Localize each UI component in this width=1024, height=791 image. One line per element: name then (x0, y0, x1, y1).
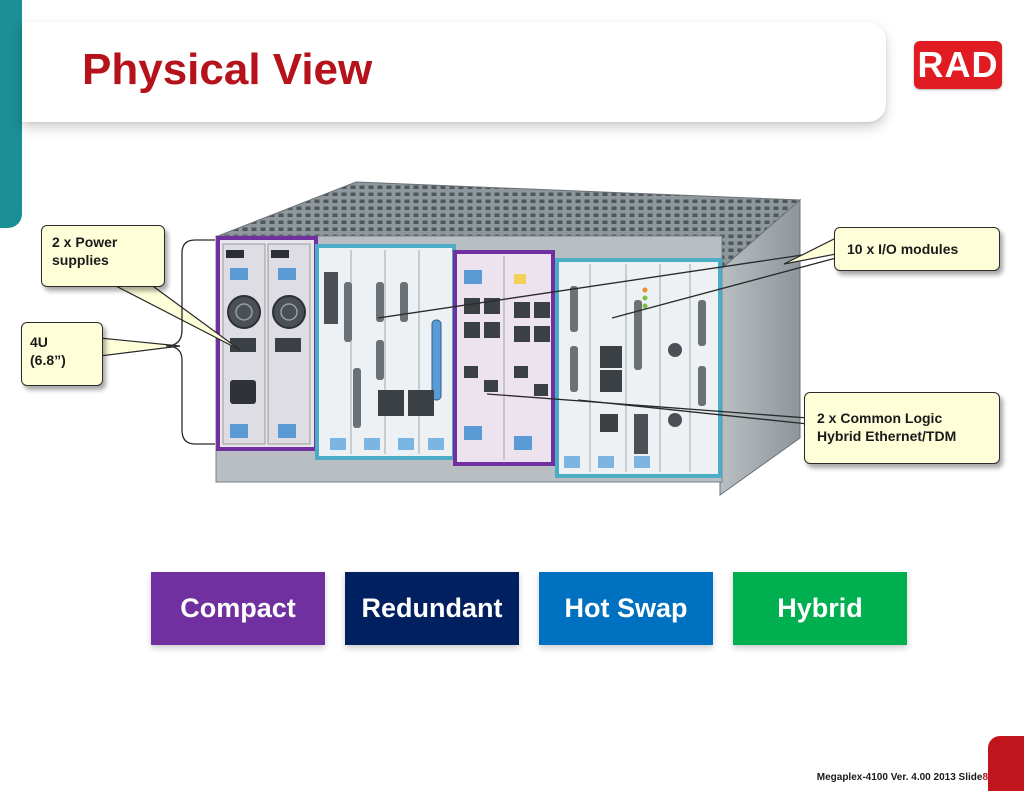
title-bar (22, 22, 886, 122)
callout-common-logic: 2 x Common Logic Hybrid Ethernet/TDM (804, 392, 1000, 464)
power-connector-2 (275, 338, 301, 352)
callout-logic-line1: 2 x Common Logic (817, 410, 943, 426)
feature-hot-swap: Hot Swap (539, 572, 713, 645)
power-connector-1 (230, 338, 256, 352)
rad-logo-text: RAD (917, 44, 999, 85)
ac-inlet (230, 380, 256, 404)
feature-hybrid: Hybrid (733, 572, 907, 645)
fan-1 (227, 295, 261, 329)
callout-power-line1: 2 x Power (52, 234, 118, 250)
corner-accent (988, 736, 1024, 791)
slide-number: 8 (982, 772, 988, 783)
callout-io-text: 10 x I/O modules (847, 241, 959, 257)
callout-height-line2: (6.8”) (30, 352, 66, 368)
fan-2 (272, 295, 306, 329)
feature-compact: Compact (151, 572, 325, 645)
callout-io-modules: 10 x I/O modules (834, 227, 1000, 271)
rad-logo: RAD (914, 41, 1002, 89)
callout-height-line1: 4U (30, 334, 48, 350)
footer-text: Megaplex-4100 Ver. 4.00 2013 Slide (816, 772, 983, 783)
megaplex-chassis-illustration (215, 181, 802, 496)
slide-footer: Megaplex-4100 Ver. 4.00 2013 Slide8 (817, 772, 988, 784)
feature-redundant: Redundant (345, 572, 519, 645)
slide-title: Physical View (82, 45, 373, 94)
callout-height: 4U (6.8”) (21, 322, 103, 386)
callout-power-supplies: 2 x Power supplies (41, 225, 165, 287)
slide-side-accent (0, 0, 22, 228)
callout-power-line2: supplies (52, 252, 109, 268)
callout-logic-line2: Hybrid Ethernet/TDM (817, 428, 957, 444)
